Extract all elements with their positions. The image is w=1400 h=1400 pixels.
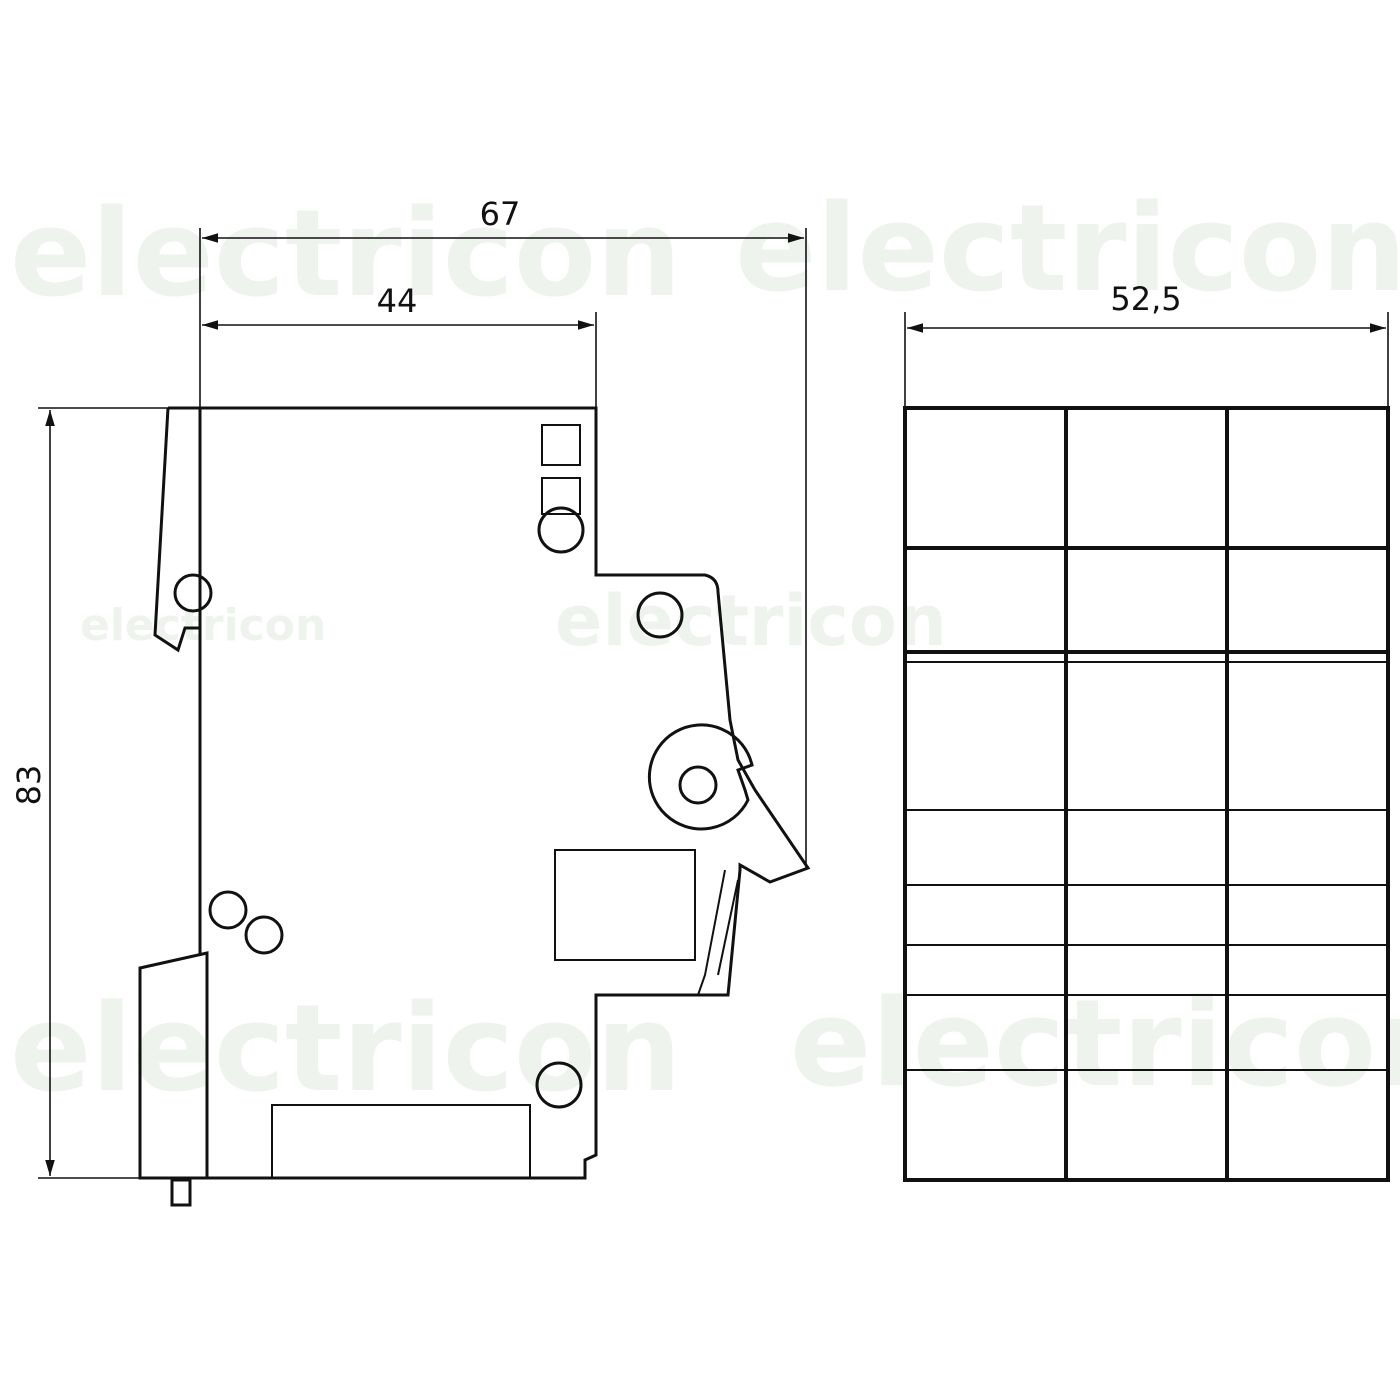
pivot-hole bbox=[678, 765, 718, 805]
label-area bbox=[271, 1104, 531, 1179]
terminal-screw bbox=[537, 506, 585, 554]
hole bbox=[173, 573, 213, 613]
terminal-screw bbox=[535, 1061, 583, 1109]
svg-text:electricon: electricon bbox=[555, 580, 947, 662]
front-view bbox=[903, 406, 1390, 1182]
front-outline bbox=[903, 406, 1390, 1182]
indicator-square-1 bbox=[541, 424, 581, 466]
bottom-tab bbox=[170, 1178, 192, 1207]
label-44: 44 bbox=[377, 282, 418, 320]
top-clip bbox=[153, 407, 200, 653]
lever-pivot bbox=[647, 723, 754, 831]
label-52-5: 52,5 bbox=[1110, 280, 1181, 318]
watermark: electricon electricon electricon electri… bbox=[10, 180, 1400, 1119]
label-83: 83 bbox=[10, 765, 48, 806]
side-view bbox=[138, 406, 811, 1207]
dimension-lines: 67 44 52,5 83 bbox=[10, 195, 1389, 1179]
window-rect bbox=[554, 849, 696, 961]
svg-text:electricon: electricon bbox=[10, 185, 682, 324]
side-body-outline bbox=[138, 406, 811, 1180]
svg-text:electricon: electricon bbox=[10, 980, 682, 1119]
svg-text:electricon: electricon bbox=[790, 975, 1400, 1114]
terminal-screw bbox=[636, 591, 684, 639]
hole bbox=[208, 890, 248, 930]
indicator-square-2 bbox=[541, 477, 581, 515]
latch bbox=[697, 869, 739, 996]
label-67: 67 bbox=[480, 195, 521, 233]
svg-text:electricon: electricon bbox=[735, 180, 1400, 319]
hole bbox=[244, 915, 284, 955]
